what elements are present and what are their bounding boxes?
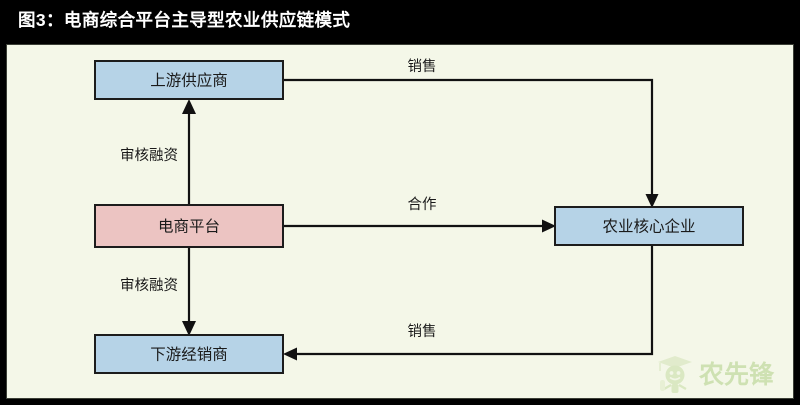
node-downstream-distributor-label: 下游经销商 bbox=[150, 346, 228, 364]
node-ecommerce-platform-label: 电商平台 bbox=[158, 218, 220, 236]
edge-label-review-financing-lower: 审核融资 bbox=[120, 277, 178, 294]
edge-label-cooperation: 合作 bbox=[408, 196, 437, 213]
node-upstream-supplier-box[interactable] bbox=[94, 60, 284, 100]
edge-label-review-financing-upper: 审核融资 bbox=[120, 147, 178, 164]
node-agri-core-enterprise-box[interactable] bbox=[554, 206, 744, 246]
edge-upstream-to-core-line bbox=[283, 78, 654, 197]
edge-upstream-to-core: 销售 bbox=[283, 58, 659, 208]
edge-platform-to-upstream: 审核融资 bbox=[120, 99, 196, 205]
node-ecommerce-platform[interactable]: 电商平台 bbox=[94, 204, 284, 248]
edge-core-to-downstream-line bbox=[294, 245, 654, 356]
node-upstream-supplier-label: 上游供应商 bbox=[150, 71, 228, 90]
edge-label-sales-upstream: 销售 bbox=[408, 58, 437, 75]
node-upstream-supplier[interactable]: 上游供应商 bbox=[94, 60, 284, 100]
node-agri-core-enterprise-label: 农业核心企业 bbox=[602, 218, 695, 236]
node-ecommerce-platform-box[interactable] bbox=[94, 204, 284, 248]
edge-core-to-downstream: 销售 bbox=[283, 245, 654, 361]
supply-chain-diagram: 销售 合作 销售 审核融资 bbox=[94, 58, 744, 374]
edge-label-sales-downstream: 销售 bbox=[408, 323, 437, 340]
edge-platform-to-downstream-arrowhead bbox=[182, 321, 196, 336]
edge-platform-to-core-arrowhead bbox=[542, 219, 556, 233]
figure-title-bar: 图3：电商综合平台主导型农业供应链模式 bbox=[0, 0, 800, 42]
edge-platform-to-core: 合作 bbox=[283, 196, 556, 233]
edge-platform-to-upstream-arrowhead bbox=[182, 99, 196, 114]
diagram-canvas: 销售 合作 销售 审核融资 bbox=[6, 44, 794, 399]
figure-title: 图3：电商综合平台主导型农业供应链模式 bbox=[18, 10, 351, 31]
node-downstream-distributor-box[interactable] bbox=[94, 334, 284, 374]
node-agri-core-enterprise[interactable]: 农业核心企业 bbox=[554, 206, 744, 246]
node-downstream-distributor[interactable]: 下游经销商 bbox=[94, 334, 284, 374]
edge-core-to-downstream-arrowhead bbox=[283, 347, 297, 361]
edge-platform-to-downstream: 审核融资 bbox=[120, 247, 196, 336]
edge-upstream-to-core-arrowhead bbox=[645, 194, 659, 208]
